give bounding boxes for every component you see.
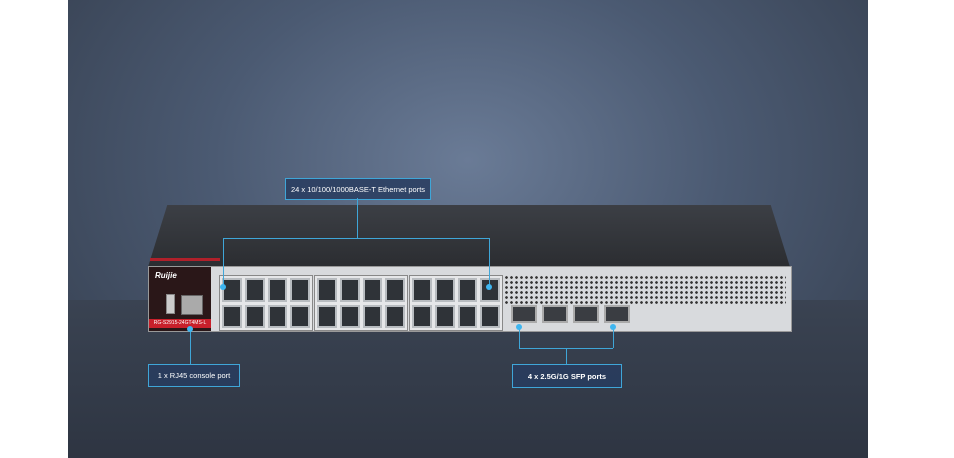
- marker-dot: [220, 284, 226, 290]
- port-group-1: [219, 275, 313, 331]
- vent-grille: [504, 275, 786, 305]
- brand-logo: Ruijie: [155, 271, 177, 280]
- red-strip: [150, 258, 220, 261]
- callout-line: [566, 348, 567, 364]
- callout-line: [223, 238, 224, 286]
- marker-dot: [610, 324, 616, 330]
- console-callout: 1 x RJ45 console port: [148, 364, 240, 387]
- product-stage: Ruijie RG-S2915-24GT4MS-L 24 x 10/100/10…: [68, 0, 868, 458]
- sfp-callout: 4 x 2.5G/1G SFP ports: [512, 364, 622, 388]
- callout-line: [613, 328, 614, 348]
- sfp-port: [604, 305, 630, 323]
- switch-top: [148, 205, 790, 267]
- switch-front-panel: Ruijie RG-S2915-24GT4MS-L: [148, 266, 792, 332]
- callout-line: [357, 198, 358, 238]
- sfp-port: [542, 305, 568, 323]
- marker-dot: [486, 284, 492, 290]
- callout-line: [223, 238, 489, 239]
- console-port: [181, 295, 203, 315]
- sfp-port: [511, 305, 537, 323]
- brand-panel: Ruijie RG-S2915-24GT4MS-L: [149, 267, 211, 331]
- callout-line: [519, 328, 520, 348]
- usb-port: [166, 294, 175, 314]
- sfp-port: [573, 305, 599, 323]
- marker-dot: [516, 324, 522, 330]
- callout-line: [489, 238, 490, 286]
- callout-line: [190, 328, 191, 364]
- ethernet-callout: 24 x 10/100/1000BASE-T Ethernet ports: [285, 178, 431, 200]
- port-group-2: [314, 275, 408, 331]
- callout-line: [519, 348, 613, 349]
- model-label: RG-S2915-24GT4MS-L: [149, 319, 211, 328]
- marker-dot: [187, 326, 193, 332]
